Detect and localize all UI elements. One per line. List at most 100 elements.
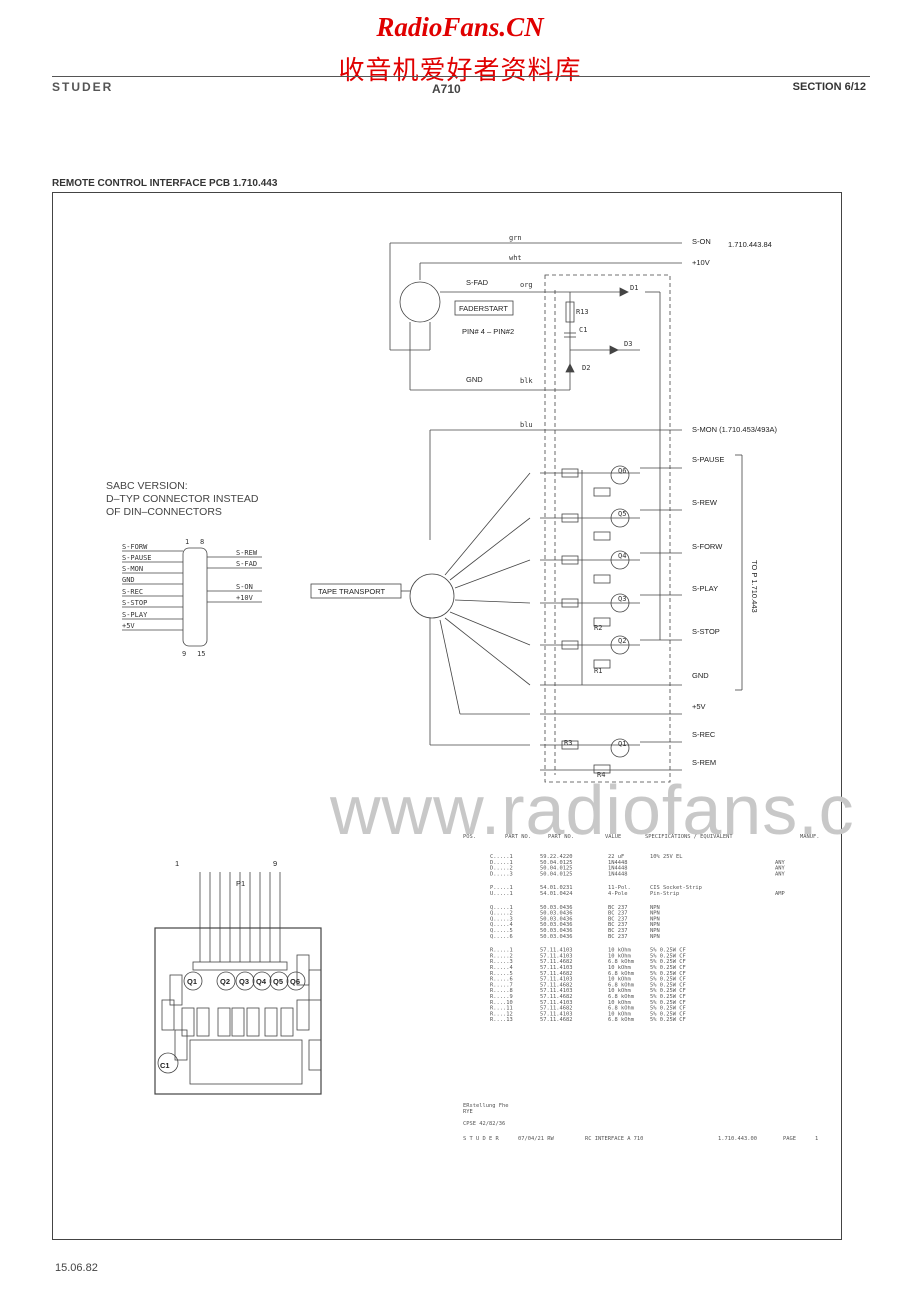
parts-row-pos: D.....1 [490, 860, 513, 866]
q5-label: Q5 [618, 510, 626, 518]
parts-row-partno: 57.11.4103 [540, 977, 572, 983]
d1-label: D1 [630, 284, 638, 292]
parts-row-value: 1N4448 [608, 871, 627, 877]
parts-row-pos: R....10 [490, 1000, 513, 1006]
parts-row-partno: 57.11.4682 [540, 959, 572, 965]
r13-label: R13 [576, 308, 589, 316]
parts-row-partno: 57.11.4103 [540, 1011, 572, 1017]
watermark-title: RadioFans.CN [376, 12, 544, 42]
parts-row-spec: 5% 0.25W CF [650, 1006, 686, 1012]
parts-row-pos: Q.....4 [490, 922, 513, 928]
parts-row-spec: 5% 0.25W CF [650, 971, 686, 977]
signal-gnd-left: GND [466, 375, 483, 384]
parts-row-value: 6.8 kOhm [608, 1017, 634, 1023]
header-rule [52, 76, 870, 77]
to-p1-label: TO P 1.710.443 [750, 560, 759, 613]
parts-row-spec: 5% 0.25W CF [650, 994, 686, 1000]
parts-row-pos: R....11 [490, 1006, 513, 1012]
parts-row-partno: 50.03.0436 [540, 916, 572, 922]
dtype-left-5: S-STOP [122, 599, 147, 607]
q4-label: Q4 [618, 552, 626, 560]
dtype-left-6: S-PLAY [122, 611, 148, 619]
parts-row-value: BC 237 [608, 905, 627, 911]
signal-s-rew: S-REW [692, 498, 718, 507]
parts-row-value: 6.8 kOhm [608, 994, 634, 1000]
footer-date: 15.06.82 [55, 1262, 98, 1274]
sabc-line: SABC VERSION: [106, 480, 188, 492]
parts-row-pos: D.....2 [490, 866, 513, 872]
faderstart-label: FADERSTART [459, 304, 508, 313]
parts-row-partno: 50.03.0436 [540, 911, 572, 917]
signal-s-mon: S-MON (1.710.453/493A) [692, 425, 778, 434]
parts-row-pos: Q.....6 [490, 934, 513, 940]
svg-text:Q6: Q6 [290, 977, 300, 986]
parts-row-pos: Q.....1 [490, 905, 513, 911]
parts-row-pos: P.....1 [490, 885, 513, 891]
dtype-pin-bottom-9: 9 [182, 650, 186, 658]
svg-text:Q3: Q3 [239, 977, 249, 986]
wire-label-on: grn [509, 234, 522, 242]
wire-label-10v: wht [509, 254, 522, 262]
r3-label: R3 [564, 739, 572, 747]
watermark-subtitle: 收音机爱好者资料库 [338, 56, 582, 86]
parts-row-partno: 59.22.4220 [540, 854, 572, 860]
parts-row-value: BC 237 [608, 922, 627, 928]
parts-row-pos: R.....1 [490, 948, 513, 954]
parts-row-partno: 50.03.0436 [540, 928, 572, 934]
dtype-left-0: S-FORW [122, 543, 148, 551]
parts-row-pos: Q.....3 [490, 916, 513, 922]
sabc-note: SABC VERSION: D–TYP CONNECTOR INSTEAD OF… [106, 480, 326, 519]
signal-s-rec: S-REC [692, 730, 716, 739]
parts-row-value: BC 237 [608, 911, 627, 917]
parts-row-spec: NPN [650, 911, 660, 917]
d3-label: D3 [624, 340, 632, 348]
parts-footer-line: 1.710.443.00 [718, 1136, 757, 1142]
parts-row-pos: R.....4 [490, 965, 513, 971]
svg-text:Q1: Q1 [187, 977, 197, 986]
q3-label: Q3 [618, 595, 626, 603]
signal-gnd: GND [692, 671, 709, 680]
q6-label: Q6 [618, 467, 626, 475]
parts-row-partno: 57.11.4103 [540, 965, 572, 971]
parts-row-partno: 54.01.0231 [540, 885, 572, 891]
parts-row-partno: 57.11.4103 [540, 988, 572, 994]
parts-row-value: 10 kOhm [608, 1000, 631, 1006]
parts-row-value: BC 237 [608, 934, 627, 940]
parts-footer: RYE [463, 1109, 473, 1115]
sabc-line: D–TYP CONNECTOR INSTEAD [106, 493, 259, 505]
signal-s-pause: S-PAUSE [692, 455, 724, 464]
parts-row-value: BC 237 [608, 928, 627, 934]
parts-row-manuf: ANY [775, 866, 785, 872]
parts-row-spec: NPN [650, 928, 660, 934]
parts-row-value: 6.8 kOhm [608, 982, 634, 988]
parts-row-partno: 57.11.4682 [540, 994, 572, 1000]
dtype-pin-bottom-15: 15 [197, 650, 205, 658]
parts-row-partno: 50.04.0125 [540, 866, 572, 872]
parts-row-value: 10 kOhm [608, 965, 631, 971]
brand-logo: STUDER [52, 80, 114, 94]
parts-row-pos: Q.....5 [490, 928, 513, 934]
wire-label-fad: org [520, 281, 533, 289]
wire-label-gnd: blk [520, 377, 533, 385]
dtype-right-3: +10V [236, 594, 254, 602]
parts-row-partno: 50.03.0436 [540, 905, 572, 911]
parts-row-pos: R.....8 [490, 988, 513, 994]
parts-row-pos: R.....2 [490, 953, 513, 959]
tape-transport-label: TAPE TRANSPORT [318, 587, 386, 596]
parts-row-value: 10 kOhm [608, 988, 631, 994]
wire-label-mon: blu [520, 421, 533, 429]
parts-row-pos: R....12 [490, 1011, 513, 1017]
parts-header: SPECIFICATIONS / EQUIVALENT [645, 834, 733, 840]
c1-label: C1 [579, 326, 587, 334]
dtype-pin-top-8: 8 [200, 538, 204, 546]
diagram-frame [52, 192, 842, 1240]
parts-row-spec: 5% 0.25W CF [650, 948, 686, 954]
parts-row-spec: NPN [650, 934, 660, 940]
parts-row-manuf: AMP [775, 891, 785, 897]
dtype-left-4: S-REC [122, 588, 143, 596]
parts-row-value: 10 kOhm [608, 1011, 631, 1017]
svg-text:C1: C1 [160, 1061, 170, 1070]
dtype-right-2: S-ON [236, 583, 253, 591]
parts-row-spec: Pin-Strip [650, 891, 679, 897]
parts-row-pos: R.....9 [490, 994, 513, 1000]
